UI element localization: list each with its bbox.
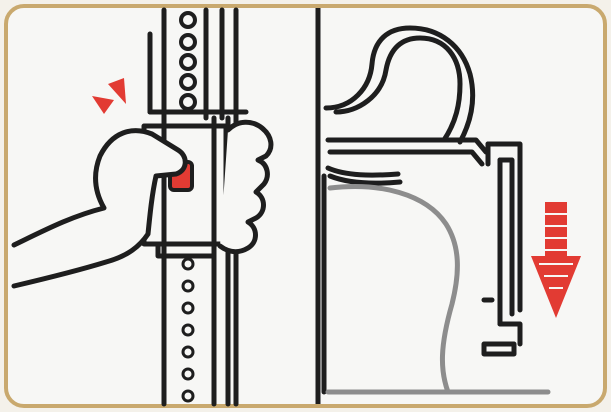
upper-rail-holes — [181, 13, 195, 109]
